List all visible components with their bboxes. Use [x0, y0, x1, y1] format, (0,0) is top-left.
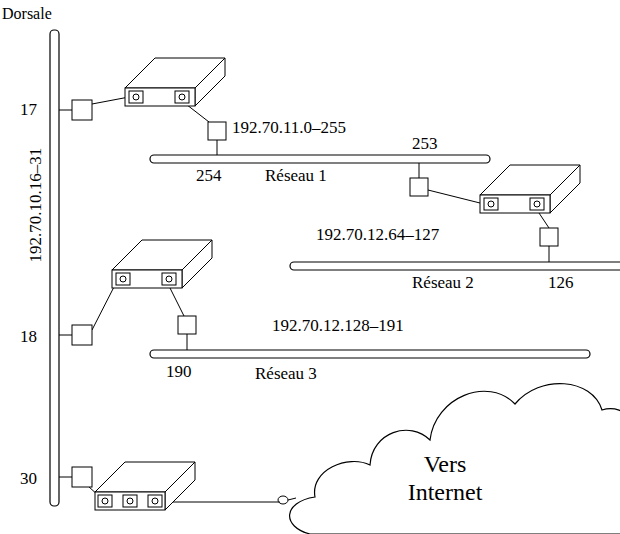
network-label: 126 [548, 273, 574, 293]
interface-square [410, 178, 428, 196]
network-label: 18 [20, 327, 37, 347]
interface-square [72, 100, 92, 120]
network-bar [290, 262, 620, 270]
network-label: 253 [412, 134, 438, 154]
interface-square [72, 325, 92, 345]
interface-square [540, 228, 558, 246]
network-label: 30 [20, 469, 37, 489]
router [95, 462, 195, 510]
network-label: 192.70.10.16–31 [26, 148, 46, 263]
network-bar [150, 350, 590, 358]
cloud-outline [270, 362, 620, 534]
internet-cloud: Vers Internet [270, 362, 620, 534]
interface-square [72, 467, 92, 487]
interface-square [178, 316, 196, 334]
network-label: Réseau 2 [412, 273, 474, 293]
backbone-bar [50, 30, 59, 506]
network-label: 192.70.12.64–127 [316, 225, 439, 245]
network-label: Réseau 3 [255, 364, 317, 384]
router [125, 58, 225, 106]
network-label: 192.70.11.0–255 [232, 118, 346, 138]
network-label: Réseau 1 [265, 166, 327, 186]
router [480, 165, 580, 213]
router [112, 240, 212, 288]
cloud-label: Vers Internet [400, 450, 490, 506]
interface-square [208, 122, 226, 140]
network-bar [150, 155, 490, 163]
network-label: 190 [166, 362, 192, 382]
backbone-title: Dorsale [2, 4, 52, 24]
network-label: 254 [196, 166, 222, 186]
network-label: 17 [20, 100, 37, 120]
network-label: 192.70.12.128–191 [272, 316, 404, 336]
